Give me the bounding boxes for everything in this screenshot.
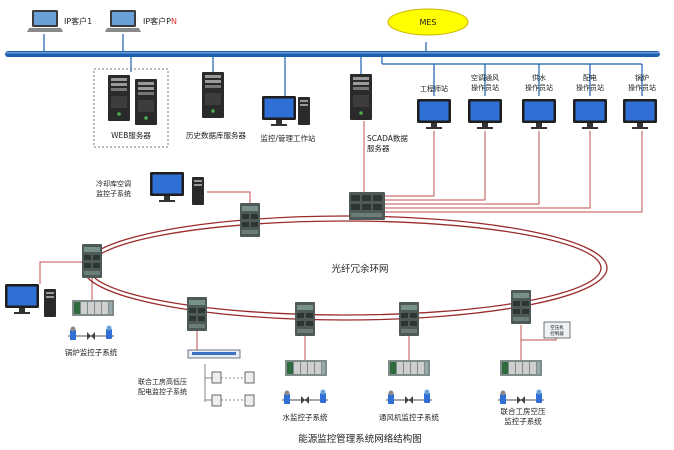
history-server-label: 历史数据库服务器 xyxy=(186,130,246,140)
water-plc-icon xyxy=(285,360,327,376)
ventilation-field-devices-icon xyxy=(385,388,433,405)
monitor-icon xyxy=(623,99,657,129)
mes-ellipse xyxy=(387,8,469,36)
station-label: 锅炉 xyxy=(635,73,649,82)
backbone-bus xyxy=(5,51,660,57)
cold-storage-monitor-icon xyxy=(150,172,184,202)
boiler-monitor-icon xyxy=(5,284,39,314)
scada-server-label-1: SCADA数据 xyxy=(367,133,408,143)
scada-links xyxy=(39,121,643,360)
ventilation-subsystem-label: 通风机监控子系统 xyxy=(379,412,439,422)
mes-label: MES xyxy=(419,18,436,27)
air-compressor-field-devices-icon xyxy=(497,388,545,405)
cold-storage-tower-icon xyxy=(192,177,204,205)
web-server-icon xyxy=(135,79,157,125)
water-subsystem-label: 水监控子系统 xyxy=(283,412,328,422)
station-label: 空调通风 xyxy=(471,73,499,82)
diagram-caption: 能源监控管理系统网络结构图 xyxy=(298,433,422,445)
station-label: 操作员站 xyxy=(576,83,604,92)
web-server-box xyxy=(93,68,169,148)
boiler-tower-icon xyxy=(44,289,56,317)
client-laptop-icon xyxy=(27,10,63,32)
station-label: 供水 xyxy=(532,73,546,82)
monitor-icon xyxy=(468,99,502,129)
ring-switch-icon xyxy=(295,302,315,336)
ventilation-plc-icon xyxy=(388,360,430,376)
station-label: 操作员站 xyxy=(525,83,553,92)
station-label: 配电 xyxy=(583,73,597,82)
monitor-icon xyxy=(522,99,556,129)
cold-storage-label-2: 监控子系统 xyxy=(96,189,131,198)
ring-switch-icon xyxy=(240,203,260,237)
station-label: 操作员站 xyxy=(628,83,656,92)
air-compressor-label-2: 监控子系统 xyxy=(504,416,542,426)
engineering-station-label: 监控/管理工作站 xyxy=(260,133,316,143)
monitor-icon xyxy=(573,99,607,129)
web-server-icon xyxy=(108,75,130,121)
ring-switch-icon xyxy=(187,297,207,331)
web-server-label: WEB服务器 xyxy=(111,130,151,140)
boiler-subsystem-label: 锅炉监控子系统 xyxy=(65,347,118,357)
operator-stations: 工程师站 空调通风 操作员站 供水 操作员站 配电 操作员站 锅炉 操作员站 xyxy=(417,73,657,129)
power-subsystem-label-1: 联合工房高低压 xyxy=(138,377,187,386)
scada-ring-switch-icon xyxy=(349,192,385,220)
bus-drop-lines xyxy=(43,34,643,96)
client-n-label: IP客户PN xyxy=(143,16,177,26)
controller-label-1: 空压机 xyxy=(550,324,564,331)
station-label: 操作员站 xyxy=(471,83,499,92)
station-label: 工程师站 xyxy=(420,84,448,93)
controller-label-2: 控制器 xyxy=(550,330,564,337)
ring-switch-icon xyxy=(511,290,531,324)
water-field-devices-icon xyxy=(281,388,329,405)
cold-storage-label-1: 冷却库空调 xyxy=(96,179,131,188)
ring-label: 光纤冗余环网 xyxy=(331,263,388,275)
air-compressor-plc-icon xyxy=(500,360,542,376)
monitor-icon xyxy=(417,99,451,129)
air-compressor-controller-icon xyxy=(543,321,571,339)
history-server-icon xyxy=(202,72,224,118)
scada-server-icon xyxy=(350,74,372,120)
client-1-label: IP客户1 xyxy=(64,16,92,26)
client-laptop-icon xyxy=(105,10,141,32)
power-meters-icon xyxy=(204,364,255,407)
boiler-plc-icon xyxy=(72,300,114,316)
scada-server-label-2: 服务器 xyxy=(367,143,390,153)
ring-switch-icon xyxy=(82,244,102,278)
boiler-field-devices-icon xyxy=(67,324,115,341)
ring-switch-icon xyxy=(399,302,419,336)
air-compressor-label-1: 联合工房空压 xyxy=(501,406,546,416)
workstation-tower-icon xyxy=(298,97,310,125)
workstation-monitor-icon xyxy=(262,96,296,126)
power-subsystem-label-2: 配电监控子系统 xyxy=(138,387,187,396)
